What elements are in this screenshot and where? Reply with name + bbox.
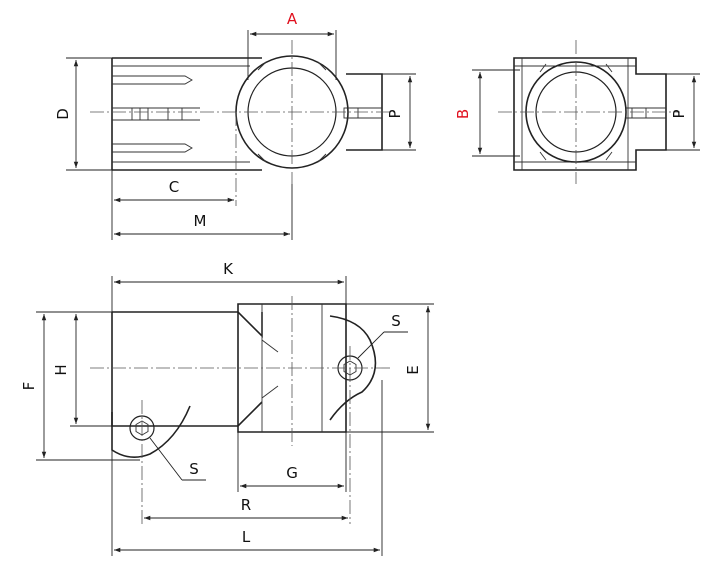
leader-S	[357, 331, 385, 359]
label-K: K	[223, 260, 234, 278]
label-H: H	[52, 364, 70, 375]
tube-outline	[111, 311, 263, 427]
label-M: M	[194, 212, 207, 230]
label-S-upper: S	[391, 312, 401, 330]
top-left-view: A D P C M	[54, 10, 416, 240]
right-clamp	[329, 315, 377, 421]
body-outline	[111, 57, 262, 171]
label-L: L	[242, 528, 251, 546]
label-B: B	[454, 109, 472, 119]
slot-hidden	[112, 107, 200, 121]
top-right-view: B P	[454, 40, 700, 184]
leader-S	[149, 437, 183, 481]
label-D: D	[54, 108, 72, 120]
label-P: P	[670, 109, 688, 118]
label-C: C	[169, 178, 179, 196]
left-clamp	[111, 405, 191, 458]
slit	[112, 143, 193, 153]
slit	[112, 75, 193, 85]
label-R: R	[241, 496, 251, 514]
ring-notch	[257, 61, 327, 163]
label-P: P	[386, 109, 404, 118]
label-E: E	[404, 365, 422, 374]
bottom-view: K F H E S S G R L	[20, 260, 434, 556]
label-G: G	[286, 464, 298, 482]
label-A: A	[287, 10, 298, 28]
label-S-lower: S	[189, 460, 199, 478]
label-F: F	[20, 382, 38, 391]
